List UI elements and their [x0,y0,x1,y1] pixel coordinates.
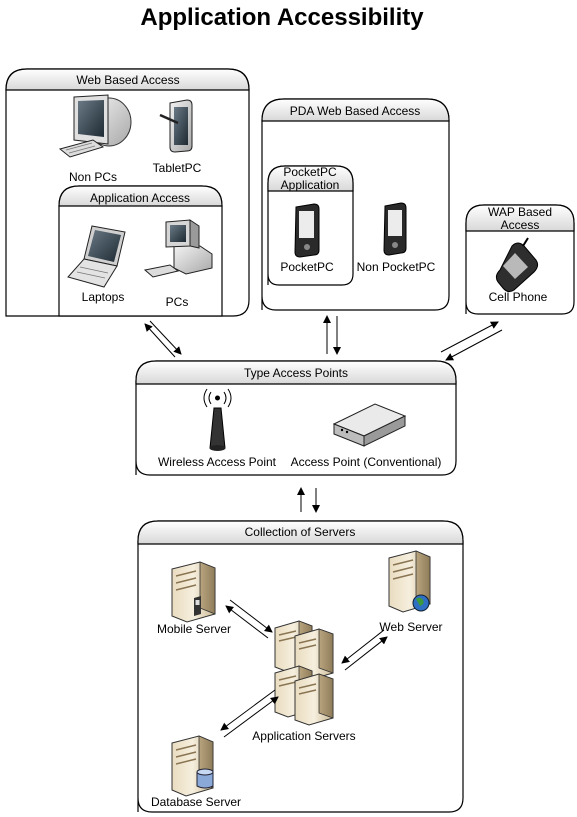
group-wap-label-line1: WAP Based [488,205,552,219]
access-point-conventional-icon [332,403,407,447]
laptop-icon [67,225,126,288]
web-server-label: Web Server [379,620,442,634]
wireless-access-point-icon [203,388,232,451]
group-type-access-points-label: Type Access Points [244,366,348,380]
pcs-label: PCs [166,295,189,309]
access-point-conventional-label: Access Point (Conventional) [291,455,442,469]
pc-desktop-icon [143,219,213,278]
tabletpc-label: TabletPC [153,161,202,175]
database-server-label: Database Server [151,795,241,809]
group-pocketpc-application-label-line1: PocketPC [283,165,337,179]
laptops-label: Laptops [82,290,125,304]
group-pocketpc-application-label-line2: Application [281,178,340,192]
application-servers-icon [274,620,334,726]
pocketpc-icon [294,203,320,258]
mobile-server-icon [171,561,216,623]
group-pda-web-based-access-label: PDA Web Based Access [290,104,421,118]
pocketpc-label: PocketPC [280,260,334,274]
group-collection-of-servers-label: Collection of Servers [245,525,356,539]
non-pocketpc-label: Non PocketPC [357,260,436,274]
group-wap-label-line2: Access [501,218,540,232]
diagram-title: Application Accessibility [140,4,424,31]
connector-arrows-servers [220,599,388,738]
mobile-server-label: Mobile Server [157,622,231,636]
tablet-pc-icon [159,99,193,153]
connector-arrows-top [144,315,503,513]
non-pocketpc-icon [383,202,407,256]
cell-phone-label: Cell Phone [489,290,548,304]
group-web-based-access-label: Web Based Access [76,73,179,87]
non-pcs-label: Non PCs [69,170,117,184]
wireless-access-point-label: Wireless Access Point [158,455,277,469]
web-server-icon [388,550,431,613]
application-servers-label: Application Servers [252,729,355,743]
non-pc-monitor-icon [58,94,132,158]
cell-phone-icon [495,237,539,293]
database-server-icon [171,735,214,797]
group-application-access-label: Application Access [90,191,190,205]
